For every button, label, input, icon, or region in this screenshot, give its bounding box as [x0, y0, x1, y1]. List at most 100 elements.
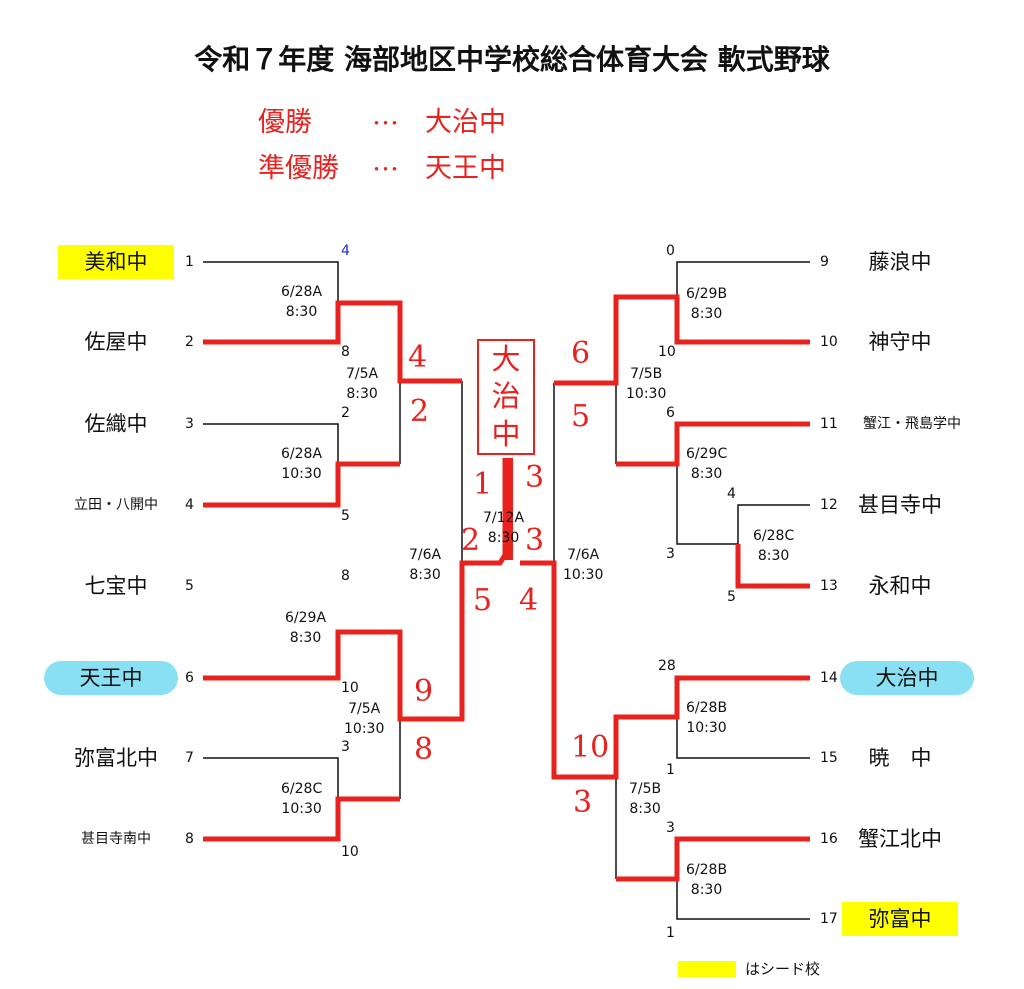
win-path-kanie-tobishima	[616, 421, 810, 467]
match-schedule: 6/28B 10:30	[686, 700, 728, 736]
team-right-10: 神守中	[868, 330, 932, 354]
seed-number: 15	[820, 750, 838, 766]
game-score: 4	[341, 243, 350, 259]
runner-up-label: 準優勝	[258, 153, 339, 184]
final-schedule: 7/12A 8:30	[483, 510, 525, 546]
game-score: 10	[341, 844, 359, 860]
handwritten-score: 5	[473, 583, 493, 618]
team-right-9: 藤浪中	[868, 250, 932, 274]
page-title: 令和７年度 海部地区中学校総合体育大会 軟式野球	[194, 43, 830, 76]
champion-label: 優勝	[258, 107, 312, 138]
line-l2-top	[203, 423, 339, 464]
match-schedule: 6/28C 10:30	[281, 781, 323, 817]
seed-number: 1	[185, 254, 194, 270]
team-right-13: 永和中	[868, 574, 932, 598]
team-left-5: 七宝中	[84, 574, 148, 598]
runner-up-separator: …	[372, 146, 399, 177]
match-schedule: 7/5B 10:30	[626, 366, 667, 402]
game-score: 3	[666, 820, 675, 836]
seed-number: 13	[820, 578, 838, 594]
match-schedule: 7/5A 10:30	[344, 701, 385, 737]
team-right-17: 弥富中	[842, 902, 958, 936]
game-score: 1	[666, 762, 675, 778]
match-schedule: 6/29B 8:30	[686, 286, 728, 322]
game-score: 4	[727, 486, 736, 502]
match-schedule: 6/28A 8:30	[281, 284, 323, 320]
team-right-16: 蟹江北中	[858, 827, 942, 851]
game-score: 28	[658, 658, 676, 674]
line-r3-top	[737, 504, 810, 544]
seed-number: 10	[820, 334, 838, 350]
legend-seed-swatch	[678, 961, 736, 977]
line-r2-bottom	[676, 424, 738, 545]
team-left-6-runner-up: 天王中	[44, 661, 178, 695]
win-path-oharu	[520, 560, 810, 780]
seed-number: 7	[185, 750, 194, 766]
game-score: 6	[666, 405, 675, 421]
seed-number: 12	[820, 497, 838, 513]
seed-number: 11	[820, 416, 838, 432]
team-left-2: 佐屋中	[84, 330, 148, 354]
line-r4-bottom	[676, 717, 810, 759]
team-left-1: 美和中	[58, 245, 174, 279]
winner-box: 大 治 中	[477, 339, 535, 455]
game-score: 5	[727, 589, 736, 605]
champion-name: 大治中	[425, 107, 506, 138]
win-path-tatsuta	[203, 461, 400, 508]
handwritten-score: 8	[414, 732, 434, 767]
bracket-lines-lost	[203, 261, 810, 920]
line-r5-bottom	[676, 879, 810, 920]
win-path-eiwa	[735, 544, 810, 589]
team-left-8: 甚目寺南中	[81, 831, 151, 847]
line-l4-top	[203, 757, 339, 799]
seed-number: 3	[185, 416, 194, 432]
seed-number: 9	[820, 254, 829, 270]
game-score: 0	[666, 243, 675, 259]
match-schedule: 7/6A 10:30	[563, 547, 604, 583]
game-score: 3	[666, 546, 675, 562]
handwritten-score: 3	[573, 785, 593, 820]
winner-box-char: 治	[491, 379, 521, 414]
match-schedule: 7/5B 8:30	[629, 781, 662, 817]
handwritten-score: 2	[461, 523, 481, 558]
champion-separator: …	[372, 100, 399, 131]
match-schedule: 6/29C 8:30	[686, 446, 728, 482]
match-schedule: 7/6A 8:30	[409, 547, 442, 583]
team-left-7: 弥富北中	[74, 746, 158, 770]
seed-number: 8	[185, 831, 194, 847]
handwritten-score: 9	[414, 674, 434, 709]
win-path-tennou	[203, 458, 508, 722]
seed-number: 4	[185, 497, 194, 513]
game-score: 5	[341, 508, 350, 524]
match-schedule: 6/28B 8:30	[686, 862, 728, 898]
handwritten-score: 6	[571, 336, 591, 371]
handwritten-score: 10	[571, 730, 610, 765]
win-path-sayachu	[203, 300, 462, 384]
bracket-lines-won	[203, 294, 810, 882]
game-score: 1	[666, 925, 675, 941]
game-score: 3	[341, 739, 350, 755]
runner-up-name: 天王中	[425, 153, 506, 184]
team-right-12: 甚目寺中	[858, 493, 942, 517]
game-score: 10	[341, 680, 359, 696]
match-schedule: 6/28C 8:30	[753, 528, 795, 564]
seed-number: 2	[185, 334, 194, 350]
handwritten-score: 2	[410, 394, 430, 429]
handwritten-score: 3	[525, 460, 545, 495]
seed-number: 16	[820, 831, 838, 847]
team-left-4: 立田・八開中	[74, 497, 158, 513]
handwritten-score: 4	[408, 340, 428, 375]
handwritten-score: 3	[525, 523, 545, 558]
team-right-14-champion: 大治中	[840, 661, 974, 695]
line-r1-top	[676, 261, 810, 297]
game-score: 8	[341, 344, 350, 360]
line-l1-top	[203, 261, 339, 303]
match-schedule: 6/29A 8:30	[285, 610, 327, 646]
handwritten-score: 1	[473, 467, 493, 502]
seed-number: 17	[820, 911, 838, 927]
team-left-3: 佐織中	[84, 412, 148, 436]
seed-number: 5	[185, 578, 194, 594]
team-right-15: 暁 中	[868, 746, 932, 770]
seed-number: 14	[820, 670, 838, 686]
